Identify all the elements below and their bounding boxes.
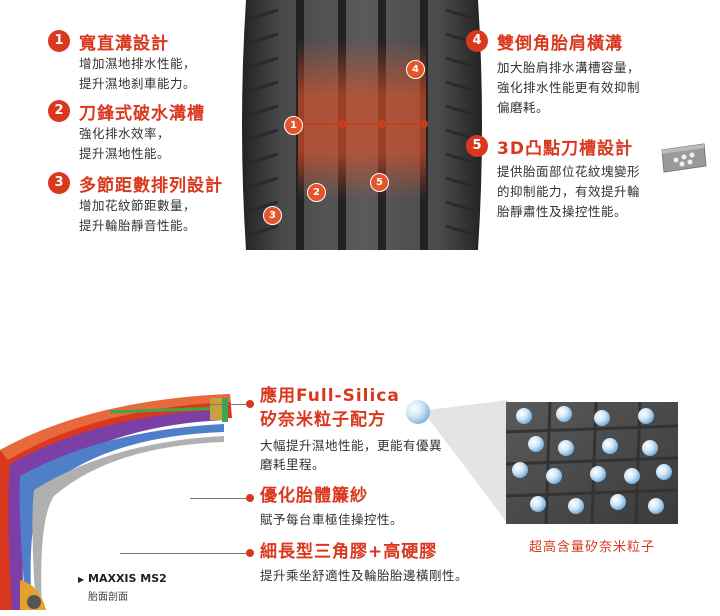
feature-3-title: 多節距數排列設計	[79, 176, 223, 196]
3d-sipe-block-icon	[661, 143, 707, 173]
feature-4-desc: 加大胎肩排水溝槽容量， 強化排水性能更有效抑制 偏磨耗。	[497, 60, 641, 115]
silica-desc: 大幅提升濕地性能，更能有優異 磨耗里程。	[260, 438, 443, 472]
tire-cross-section-illustration	[0, 394, 232, 610]
leader-line-3	[120, 553, 250, 554]
leader-line-2	[190, 498, 250, 499]
leader-dot-2	[246, 494, 254, 502]
carcass-title: 優化胎體簾紗	[260, 486, 368, 506]
nano-particle-photo	[506, 402, 678, 524]
feature-4-title: 雙倒角胎肩橫溝	[497, 34, 623, 54]
feature-1-badge: 1	[48, 30, 70, 52]
leader-dot-1	[246, 400, 254, 408]
feature-5-desc: 提供胎面部位花紋塊變形 的抑制能力，有效提升輪 胎靜肅性及操控性能。	[497, 164, 641, 219]
feature-2-desc: 強化排水效率， 提升濕地性能。	[79, 126, 171, 161]
leader-dot-3	[246, 549, 254, 557]
feature-5-title: 3D凸點刀槽設計	[497, 139, 633, 159]
nano-caption: 超高含量矽奈米粒子	[528, 540, 655, 555]
cross-section-caption: 胎面剖面	[88, 592, 128, 603]
tire-marker-2: 2	[307, 183, 326, 202]
tire-marker-5: 5	[370, 173, 389, 192]
apex-desc: 提升乘坐舒適性及輪胎胎邊橫剛性。	[260, 568, 469, 583]
silica-funnel	[406, 400, 508, 524]
apex-title: 細長型三角膠+高硬膠	[260, 542, 438, 562]
feature-3-desc: 增加花紋節距數量， 提升輪胎靜音性能。	[79, 198, 197, 233]
feature-2-badge: 2	[48, 100, 70, 122]
feature-1-title: 寬直溝設計	[79, 34, 169, 54]
feature-2-title: 刀鋒式破水溝槽	[79, 104, 205, 124]
cross-section-model: ▶ MAXXIS MS2	[78, 572, 167, 585]
feature-4-badge: 4	[466, 30, 488, 52]
carcass-desc: 賦予每台車極佳操控性。	[260, 512, 404, 527]
feature-3-badge: 3	[48, 172, 70, 194]
silica-title: 應用Full-Silica 矽奈米粒子配方	[260, 386, 400, 430]
leader-line-1	[210, 404, 250, 405]
tire-marker-1: 1	[284, 116, 303, 135]
feature-5-badge: 5	[466, 135, 488, 157]
tire-marker-4: 4	[406, 60, 425, 79]
feature-1-desc: 增加濕地排水性能， 提升濕地刹車能力。	[79, 56, 197, 91]
silica-particle-icon	[406, 400, 430, 424]
tire-marker-3: 3	[263, 206, 282, 225]
